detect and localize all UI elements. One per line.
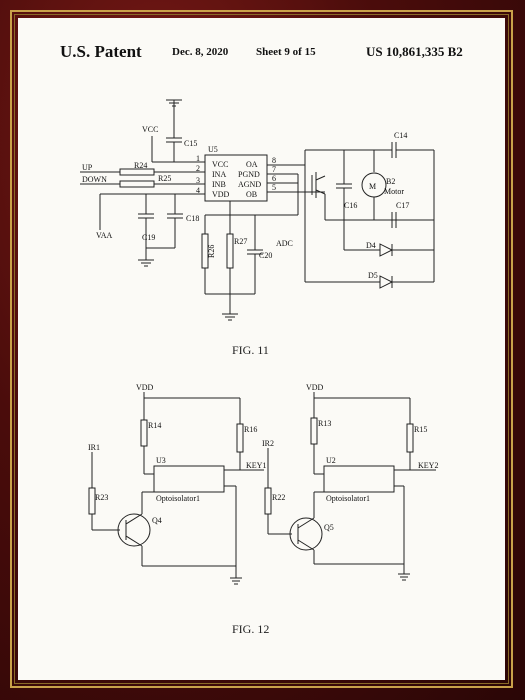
label-pin-inb: INB [212, 180, 226, 189]
patent-date: Dec. 8, 2020 [172, 46, 229, 58]
sheet-number: Sheet 9 of 15 [256, 46, 316, 58]
label-pin-oa: OA [246, 160, 258, 169]
label-optoisolator-right: Optoisolator1 [326, 494, 370, 503]
label-down: DOWN [82, 175, 107, 184]
r27-resistor [226, 233, 234, 269]
label-r26: R26 [207, 245, 216, 258]
r16-resistor [236, 423, 244, 453]
label-up: UP [82, 163, 93, 172]
label-r13: R13 [318, 419, 331, 428]
label-adc: ADC [276, 239, 293, 248]
label-b2: B2 [386, 177, 395, 186]
optoisolator-u3 [153, 465, 225, 493]
patent-number: US 10,861,335 B2 [366, 44, 463, 59]
transistor-q4 [117, 513, 151, 547]
fig12-label-group: VDD R14 R16 IR1 U3 KEY1 Optoisolator1 R2… [88, 383, 438, 532]
label-r27: R27 [234, 237, 247, 246]
fig12-circuit-right [264, 392, 436, 581]
label-vdd-left: VDD [136, 383, 154, 392]
label-c15: C15 [184, 139, 197, 148]
label-d5: D5 [368, 271, 378, 280]
r14-resistor [140, 419, 148, 447]
r25-resistor [119, 180, 155, 188]
patent-sheet [18, 18, 505, 680]
label-r15: R15 [414, 425, 427, 434]
fig11-circuit [80, 99, 435, 321]
label-r23: R23 [95, 493, 108, 502]
label-c14: C14 [394, 131, 407, 140]
label-pin-ob: OB [246, 190, 257, 199]
label-d4: D4 [366, 241, 376, 250]
label-c16: C16 [344, 201, 357, 210]
label-pin-3: 3 [196, 176, 200, 185]
label-u2: U2 [326, 456, 336, 465]
label-pin-2: 2 [196, 164, 200, 173]
label-key1: KEY1 [246, 461, 266, 470]
label-r24: R24 [134, 161, 147, 170]
label-vcc: VCC [142, 125, 158, 134]
label-optoisolator-left: Optoisolator1 [156, 494, 200, 503]
label-c18: C18 [186, 214, 199, 223]
label-pin-agnd: AGND [238, 180, 261, 189]
fig11-label-group: VCC C15 U5 UP DOWN R24 R25 VAA C19 C18 V… [82, 125, 409, 280]
label-pin-vdd: VDD [212, 190, 230, 199]
fig12-circuit-left [88, 392, 264, 585]
label-q4: Q4 [152, 516, 162, 525]
label-vaa: VAA [96, 231, 113, 240]
label-pin-ina: INA [212, 170, 226, 179]
label-motor-m: M [369, 182, 376, 191]
label-c20: C20 [259, 251, 272, 260]
label-pin-pgnd: PGND [238, 170, 260, 179]
label-r22: R22 [272, 493, 285, 502]
figure-12-caption: FIG. 12 [232, 622, 270, 636]
frame-gold-trim-inner [14, 14, 509, 684]
label-motor: Motor [384, 187, 404, 196]
r15-resistor [406, 423, 414, 453]
figure-11-caption: FIG. 11 [232, 343, 269, 357]
label-ir1: IR1 [88, 443, 100, 452]
label-r25: R25 [158, 174, 171, 183]
label-u3: U3 [156, 456, 166, 465]
label-pin-6: 6 [272, 174, 276, 183]
u5-ic-body [204, 154, 268, 202]
label-key2: KEY2 [418, 461, 438, 470]
label-ir2: IR2 [262, 439, 274, 448]
patent-title: U.S. Patent [60, 42, 142, 61]
optoisolator-u2 [323, 465, 395, 493]
label-pin-8: 8 [272, 156, 276, 165]
r22-resistor [264, 487, 272, 515]
label-vdd-right: VDD [306, 383, 324, 392]
label-u5: U5 [208, 145, 218, 154]
frame-gold-trim-outer [10, 10, 513, 688]
label-c17: C17 [396, 201, 409, 210]
label-pin-1: 1 [196, 154, 200, 163]
label-r14: R14 [148, 421, 161, 430]
r13-resistor [310, 417, 318, 445]
label-q5: Q5 [324, 523, 334, 532]
label-r16: R16 [244, 425, 257, 434]
label-pin-5: 5 [272, 183, 276, 192]
label-c19: C19 [142, 233, 155, 242]
label-pin-7: 7 [272, 165, 276, 174]
label-pin-vcc: VCC [212, 160, 228, 169]
transistor-q5 [289, 517, 323, 551]
label-pin-4: 4 [196, 186, 200, 195]
